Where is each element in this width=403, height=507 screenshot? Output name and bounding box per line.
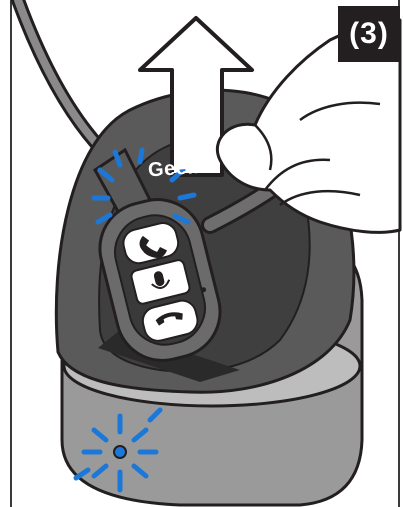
dock-indicator-dot xyxy=(114,446,126,458)
brand-logo-text: Geemo xyxy=(147,155,219,183)
neckband-left-arm xyxy=(18,0,112,160)
step-number-badge: (3) xyxy=(338,6,400,62)
